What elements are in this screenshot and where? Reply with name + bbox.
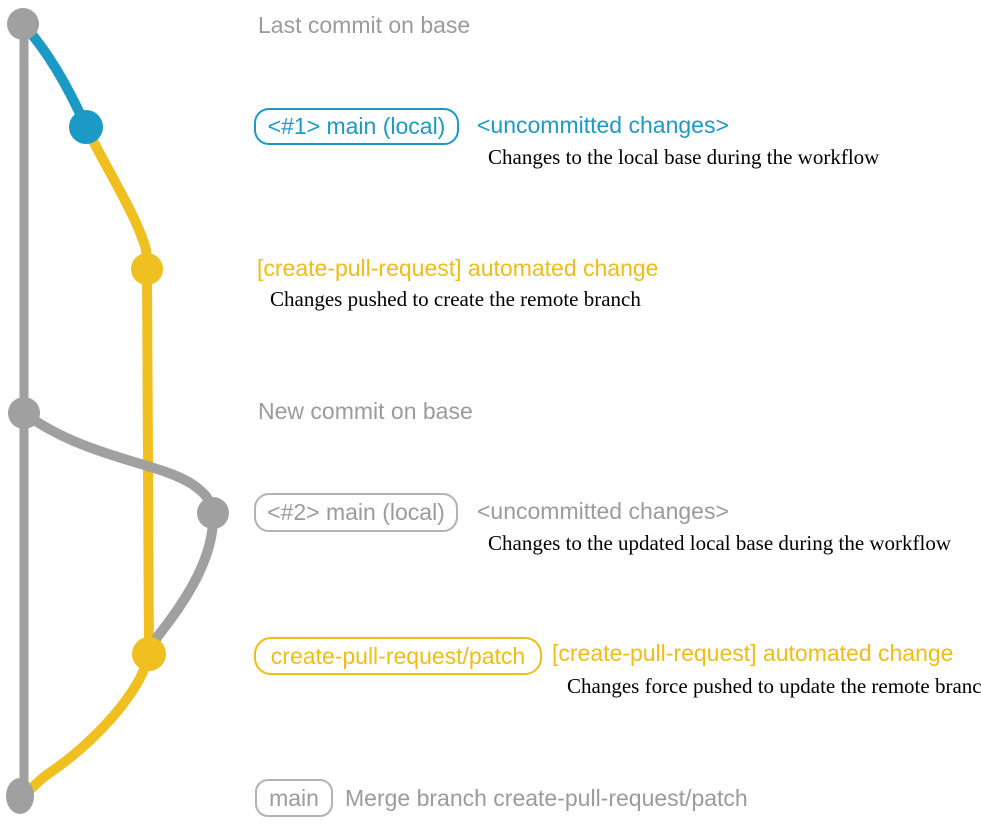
branch-badge-label: <#2> main (local) — [267, 499, 445, 525]
automated-change-title-1: [create-pull-request] automated change — [257, 255, 659, 281]
last-commit-label: Last commit on base — [258, 12, 471, 38]
uncommitted-changes-title-2: <uncommitted changes> — [477, 498, 729, 524]
automated-change-desc-2: Changes force pushed to update the remot… — [567, 674, 981, 698]
main-local-branch-line — [19, 20, 91, 132]
branch-badge-main-local-2: <#2> main (local) — [254, 493, 458, 532]
automated-change-title-2: [create-pull-request] automated change — [552, 640, 954, 666]
commit-dot-merge — [6, 778, 34, 814]
branch-badge-label: main — [269, 784, 319, 811]
rebase-curve — [19, 408, 218, 518]
commit-dot-last-base — [7, 8, 39, 40]
commit-dot-new-base — [8, 397, 40, 429]
force-push-curve — [144, 508, 219, 659]
branch-badge-main: main — [255, 779, 333, 817]
branch-badge-patch: create-pull-request/patch — [254, 637, 542, 675]
branch-badge-label: create-pull-request/patch — [270, 642, 526, 669]
branch-badge-label: <#1> main (local) — [267, 113, 446, 139]
commit-dot-main-local-2 — [197, 497, 229, 529]
commit-dot-main-local-1 — [69, 110, 103, 144]
automated-change-desc-1: Changes pushed to create the remote bran… — [270, 287, 641, 311]
uncommitted-changes-title-1: <uncommitted changes> — [477, 112, 729, 138]
new-commit-label: New commit on base — [258, 398, 473, 424]
branch-badge-main-local-1: <#1> main (local) — [254, 108, 459, 145]
patch-branch-curve-top — [81, 122, 152, 274]
uncommitted-changes-desc-2: Changes to the updated local base during… — [488, 531, 952, 555]
patch-merge-curve — [18, 649, 154, 802]
commit-dot-automated-1 — [131, 253, 163, 285]
commit-dot-automated-2 — [132, 637, 166, 671]
merge-commit-label: Merge branch create-pull-request/patch — [345, 785, 748, 811]
uncommitted-changes-desc-1: Changes to the local base during the wor… — [488, 145, 880, 169]
